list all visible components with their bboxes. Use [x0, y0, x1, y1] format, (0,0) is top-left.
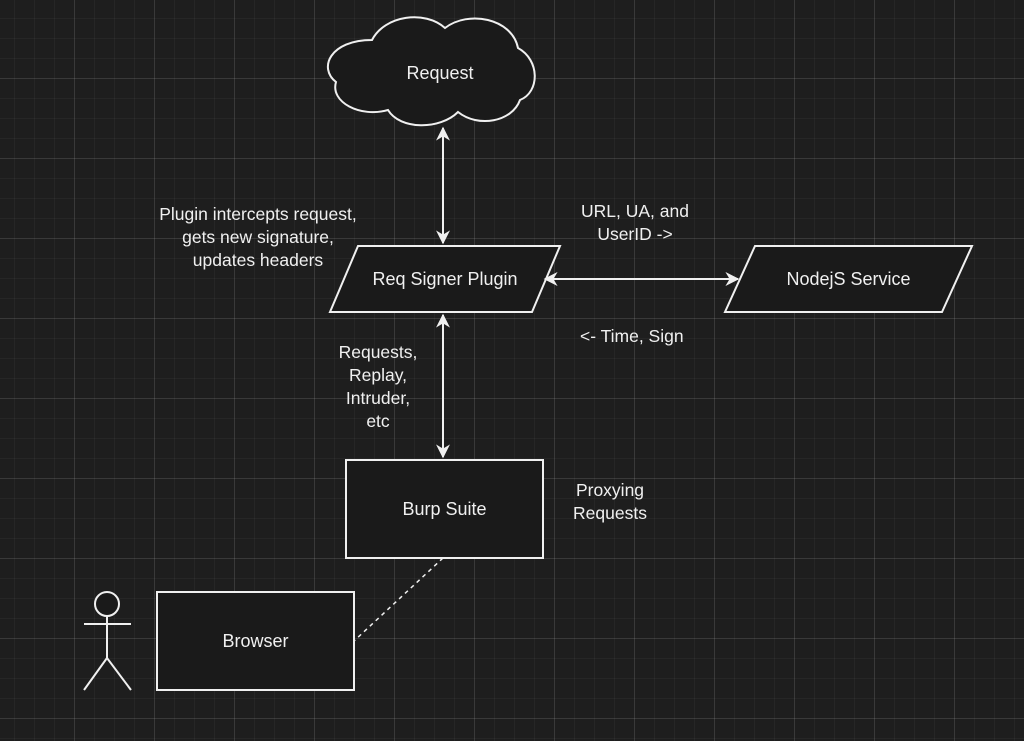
browser-shape[interactable]	[156, 591, 355, 691]
intercept-note-line: gets new signature,	[182, 227, 334, 247]
browser-label: Browser	[222, 630, 289, 651]
intercept-note-line: updates headers	[192, 250, 324, 270]
request-label: Request	[406, 62, 474, 83]
proxying-note-line: Proxying	[575, 480, 645, 500]
burp-browser-dashed-connector[interactable]	[353, 557, 444, 642]
burp-tools-note-line: Intruder,	[345, 388, 411, 408]
nodejs-service-shape[interactable]	[723, 245, 974, 313]
burp-tools-note-line: etc	[366, 411, 390, 431]
to-service-note-line: UserID ->	[597, 224, 673, 244]
user-actor-icon	[83, 591, 132, 691]
burp-tools-note-line: Replay,	[348, 365, 408, 385]
intercept-note: Plugin intercepts request, gets new sign…	[138, 203, 378, 272]
burp-suite-label: Burp Suite	[402, 498, 487, 519]
proxying-note: Proxying Requests	[560, 479, 660, 525]
proxying-note-line: Requests	[573, 503, 647, 523]
signer-plugin-label: Req Signer Plugin	[372, 268, 518, 289]
burp-suite-shape[interactable]	[345, 459, 544, 559]
intercept-note-line: Plugin intercepts request,	[159, 204, 357, 224]
signer-plugin-shape[interactable]	[328, 245, 562, 313]
to-service-note-line: URL, UA, and	[581, 201, 689, 221]
request-cloud-shape[interactable]	[326, 16, 536, 127]
from-service-note: <- Time, Sign	[580, 325, 720, 348]
nodejs-service-label: NodejS Service	[786, 268, 911, 289]
burp-tools-note: Requests, Replay, Intruder, etc	[318, 341, 438, 433]
burp-tools-note-line: Requests,	[338, 342, 418, 362]
to-service-note: URL, UA, and UserID ->	[560, 200, 710, 246]
from-service-note-line: <- Time, Sign	[580, 326, 684, 346]
